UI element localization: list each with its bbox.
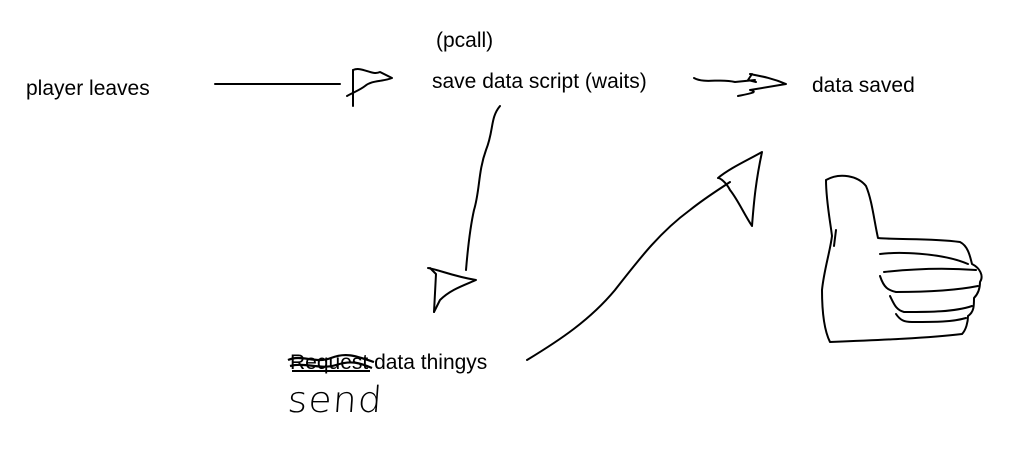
arrow-save-to-saved xyxy=(693,73,787,97)
pcall-label: (pcall) xyxy=(436,29,494,52)
arrow-save-to-data-thingys xyxy=(427,105,501,313)
data-thingys-text: data thingys xyxy=(374,351,488,374)
arrow-player-to-save xyxy=(214,68,393,107)
data-saved-label: data saved xyxy=(812,74,915,97)
arrow-data-thingys-to-saved xyxy=(526,151,763,361)
crossed-out-word: Request xyxy=(287,351,375,374)
crossed-out-word-text: Request xyxy=(290,351,369,374)
thumbs-up-icon xyxy=(821,174,983,343)
player-leaves-label: player leaves xyxy=(26,77,150,100)
request-data-thingys-row: Request data thingys xyxy=(287,351,488,374)
save-data-script-label: save data script (waits) xyxy=(432,70,647,93)
scribble-strike xyxy=(287,353,375,372)
